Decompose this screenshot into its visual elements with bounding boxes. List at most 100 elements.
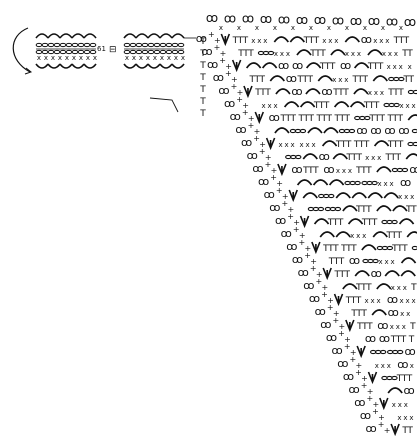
chain-oval [339, 129, 344, 132]
single-crochet-mark: x [398, 401, 402, 409]
chain-arch [48, 64, 60, 68]
chain-arch [352, 193, 366, 198]
chain-arch [285, 102, 299, 107]
chain-arch [84, 34, 96, 38]
chain-arch [355, 271, 369, 276]
chain-arch [60, 34, 72, 38]
treble-stitch: T [397, 114, 404, 124]
chain-arch [275, 128, 289, 133]
single-crochet-mark: x [396, 323, 400, 331]
single-crochet-mark: x [257, 37, 261, 45]
chain-arch [297, 50, 311, 55]
chain-oval [166, 43, 172, 46]
treble-stitch: T [408, 75, 415, 85]
treble-stitch: T [350, 244, 357, 254]
chain-arch [124, 34, 136, 38]
treble-stitch: T [406, 426, 413, 436]
single-crochet-mark: x [406, 102, 410, 110]
shell-cluster: ꝏ [379, 332, 390, 345]
single-crochet-mark: x [410, 362, 414, 370]
chain-arch [385, 271, 399, 276]
treble-stitch: T [199, 85, 206, 95]
single-crochet-mark: x [273, 24, 277, 32]
chain-arch [314, 180, 328, 185]
shell-cluster: ꝏ [291, 163, 302, 176]
single-crochet-mark: x [371, 154, 375, 162]
edge-shell: ꝏ [213, 71, 224, 84]
single-crochet-mark: x [279, 141, 283, 149]
single-crochet-mark: x [378, 180, 382, 188]
chain-arch [355, 63, 369, 68]
edge-shell: ꝏ [298, 266, 309, 279]
single-crochet-mark: x [399, 63, 403, 71]
chain-oval [124, 43, 130, 46]
treble-stitch: T [377, 62, 384, 72]
edge-shell: ꝏ [264, 188, 275, 201]
treble-stitch: T [395, 153, 402, 163]
edge-shell: ꝏ [269, 201, 280, 214]
chain-arch [303, 193, 317, 198]
chain-arch [384, 193, 398, 198]
treble-stitch: T [338, 257, 345, 267]
treble-stitch: T [410, 283, 417, 293]
chain-arch [48, 34, 60, 38]
chain-oval [296, 155, 301, 158]
single-crochet-mark: x [285, 141, 289, 149]
chain-oval [392, 220, 397, 223]
treble-stitch: T [308, 114, 315, 124]
fan-v-mark [391, 424, 399, 434]
treble-stitch: T [362, 75, 369, 85]
chain-arch [160, 64, 172, 68]
chain-oval [335, 207, 340, 210]
shell-cluster: ꝏ [365, 332, 376, 345]
single-crochet-mark: x [363, 24, 367, 32]
chain-arch [336, 232, 350, 237]
chain-oval [84, 43, 90, 46]
single-crochet-mark: x [280, 50, 284, 58]
single-crochet-mark: x [328, 37, 332, 45]
single-crochet-mark: x [402, 323, 406, 331]
edge-shell: ꝏ [252, 162, 263, 175]
shell-cluster: ꝏ [404, 384, 415, 397]
treble-stitch: T [264, 88, 271, 98]
single-crochet-mark: x [397, 414, 401, 422]
single-crochet-mark: x [394, 50, 398, 58]
single-crochet-mark: x [350, 232, 354, 240]
row-number-label: 61 [97, 45, 106, 53]
chain-arch [368, 50, 382, 55]
chain-oval [308, 207, 313, 210]
single-crochet-mark: x [374, 89, 378, 97]
shell-cluster: ꝏ [361, 33, 372, 46]
treble-stitch: T [400, 335, 407, 345]
single-crochet-mark: x [336, 167, 340, 175]
chain-oval [381, 350, 386, 353]
chain-arch [345, 37, 359, 42]
chain-oval [42, 43, 48, 46]
chain-arch [393, 206, 407, 211]
shell-cluster: ꝏ [377, 319, 388, 332]
single-crochet-mark: x [342, 167, 346, 175]
single-crochet-mark: x [381, 362, 385, 370]
chain-oval [36, 43, 42, 46]
chain-arch [362, 245, 376, 250]
chain-arch [373, 76, 387, 81]
chain-arch [373, 232, 387, 237]
treble-stitch: T [379, 114, 386, 124]
chain-oval [263, 51, 268, 54]
treble-stitch: T [344, 114, 351, 124]
single-crochet-mark: x [255, 24, 259, 32]
chain-arch [270, 76, 284, 81]
single-crochet-mark: x [387, 362, 391, 370]
treble-stitch: T [199, 109, 206, 119]
single-crochet-mark: x [411, 297, 415, 305]
single-crochet-mark: x [368, 89, 372, 97]
single-crochet-mark: x [381, 24, 385, 32]
single-crochet-mark: x [379, 37, 383, 45]
chain-oval [324, 194, 329, 197]
chain-oval [313, 207, 318, 210]
single-crochet-mark: x [387, 63, 391, 71]
shell-cluster: ꝏ [291, 85, 302, 98]
shell-cluster: ꝏ [356, 124, 367, 137]
edge-shell: ꝏ [320, 318, 331, 331]
